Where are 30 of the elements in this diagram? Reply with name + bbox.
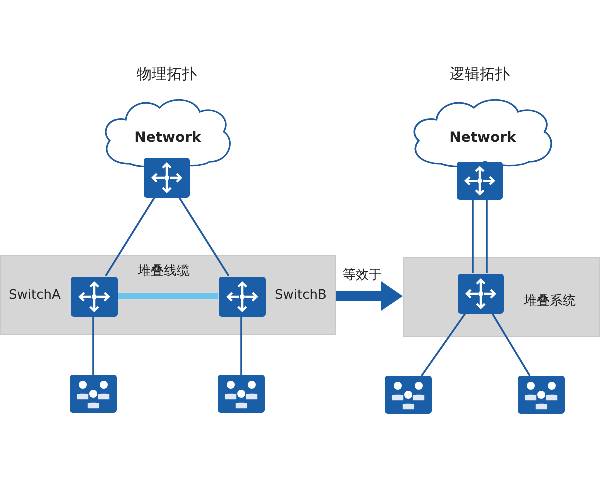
switch-icon [458,274,504,314]
link-line [472,200,474,273]
user-group-icon [218,375,265,413]
switch-name: SwitchB [275,288,327,303]
equivalence-arrow [336,281,403,312]
network-label: Network [134,130,202,146]
band-label: 堆叠系统 [524,293,576,310]
link-line [178,198,230,276]
link-line [491,312,531,376]
user-group-icon [70,375,117,413]
link-line [486,200,488,273]
network-label: Network [448,130,518,146]
stack-cable [117,293,218,299]
stack-band [403,257,600,337]
link-line [421,312,467,377]
user-group-icon [385,376,432,414]
switch-name: SwitchA [9,288,61,303]
switch-icon [144,158,190,198]
switch-icon [71,277,118,317]
panel-title: 物理拓扑 [137,65,197,84]
user-group-icon [518,376,565,414]
edge-label: 等效于 [343,267,382,284]
stack-band [0,255,336,335]
switch-icon [457,162,503,200]
edge-label: 堆叠线缆 [138,263,190,280]
link-line [240,316,242,375]
panel-title: 逻辑拓扑 [450,65,510,84]
switch-icon [219,277,266,317]
link-line [105,198,156,276]
link-line [92,316,94,375]
